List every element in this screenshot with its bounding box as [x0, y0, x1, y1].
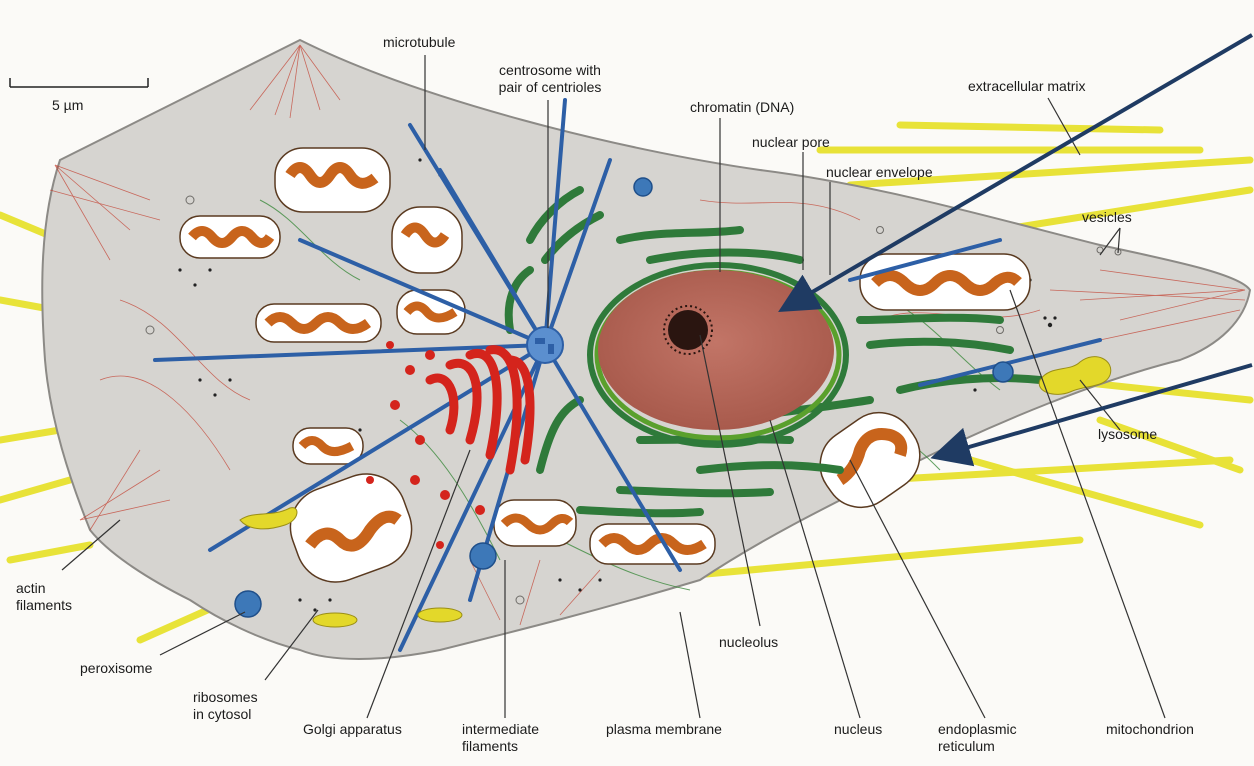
mitochondrion-9 — [590, 524, 715, 564]
label-intermediate-filaments: intermediate filaments — [462, 721, 539, 755]
mitochondrion-2 — [180, 216, 280, 258]
nucleus — [590, 265, 846, 445]
label-chromatin: chromatin (DNA) — [690, 99, 794, 116]
label-ribosomes: ribosomes in cytosol — [193, 689, 258, 723]
label-nuclear-pore: nuclear pore — [752, 134, 830, 151]
mitochondrion-3 — [392, 207, 462, 273]
label-plasma-membrane: plasma membrane — [606, 721, 722, 738]
mitochondrion-1 — [275, 148, 390, 212]
scale-bar — [10, 78, 148, 87]
label-nucleolus: nucleolus — [719, 634, 778, 651]
label-centrosome: centrosome with pair of centrioles — [480, 62, 620, 96]
label-microtubule: microtubule — [383, 34, 455, 51]
label-lysosome: lysosome — [1098, 426, 1157, 443]
scale-bar-label: 5 µm — [52, 97, 83, 114]
label-peroxisome: peroxisome — [80, 660, 152, 677]
label-endoplasmic-reticulum: endoplasmic reticulum — [938, 721, 1017, 755]
label-golgi: Golgi apparatus — [303, 721, 402, 738]
label-nuclear-envelope: nuclear envelope — [826, 164, 933, 181]
centrosome — [527, 327, 563, 363]
mitochondrion-6 — [293, 428, 363, 464]
mitochondrion-10 — [860, 254, 1030, 310]
label-vesicles: vesicles — [1082, 209, 1132, 226]
label-nucleus: nucleus — [834, 721, 882, 738]
mitochondrion-8 — [494, 500, 576, 546]
label-actin-filaments: actin filaments — [16, 580, 72, 614]
label-extracellular-matrix: extracellular matrix — [968, 78, 1085, 95]
label-mitochondrion: mitochondrion — [1106, 721, 1194, 738]
mitochondrion-4 — [256, 304, 381, 342]
